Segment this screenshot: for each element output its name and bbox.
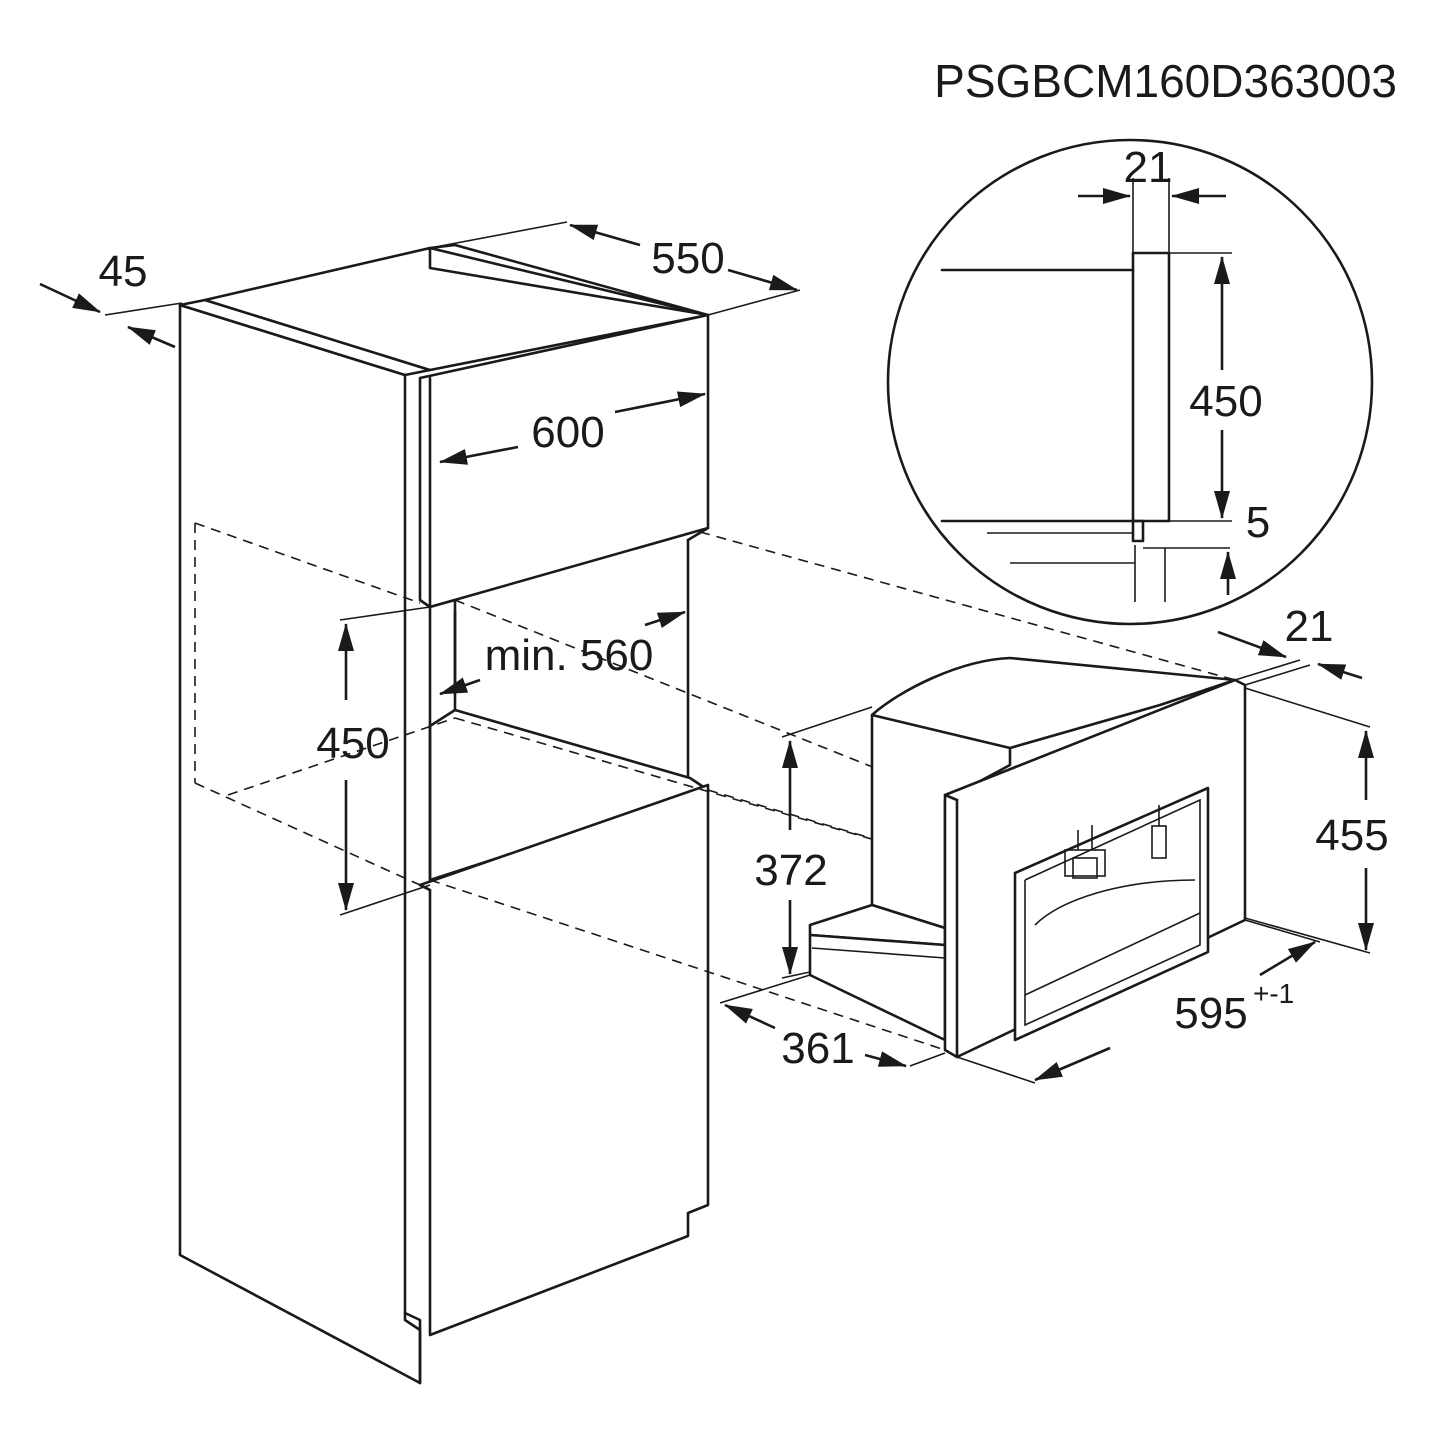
dim-label-det-21: 21 bbox=[1124, 143, 1173, 192]
dim-label-app-372: 372 bbox=[754, 846, 827, 895]
dim-label-app-595-tolerance: +-1 bbox=[1253, 978, 1294, 1009]
dim-label-app-361: 361 bbox=[781, 1024, 854, 1073]
dim-label-min560: min. 560 bbox=[485, 631, 654, 680]
dim-label-45: 45 bbox=[99, 247, 148, 296]
cabinet bbox=[178, 243, 710, 1385]
dim-label-550: 550 bbox=[651, 234, 724, 283]
dim-45: 45 bbox=[39, 247, 183, 349]
dim-label-app-595: 595 bbox=[1174, 989, 1247, 1038]
dim-label-det-5: 5 bbox=[1246, 498, 1270, 547]
dim-label-600: 600 bbox=[531, 408, 604, 457]
model-code: PSGBCM160D363003 bbox=[934, 55, 1397, 107]
dim-app-361: 361 bbox=[719, 974, 946, 1073]
coffee-machine bbox=[808, 656, 1247, 1059]
dim-min560: min. 560 bbox=[439, 610, 686, 696]
dim-label-app-21: 21 bbox=[1285, 602, 1334, 651]
dim-600: 600 bbox=[439, 391, 706, 465]
detail-circle: 21 450 5 bbox=[886, 138, 1374, 626]
dim-label-cab-450: 450 bbox=[316, 719, 389, 768]
dim-cab-450: 450 bbox=[316, 606, 431, 916]
dim-550: 550 bbox=[429, 221, 801, 316]
dim-app-21: 21 bbox=[1217, 602, 1363, 686]
dim-app-595: 595 +-1 bbox=[956, 919, 1321, 1084]
dim-app-455: 455 bbox=[1244, 687, 1389, 954]
dim-label-det-450: 450 bbox=[1189, 377, 1262, 426]
dim-app-372: 372 bbox=[754, 706, 873, 979]
dim-label-app-455: 455 bbox=[1315, 811, 1388, 860]
